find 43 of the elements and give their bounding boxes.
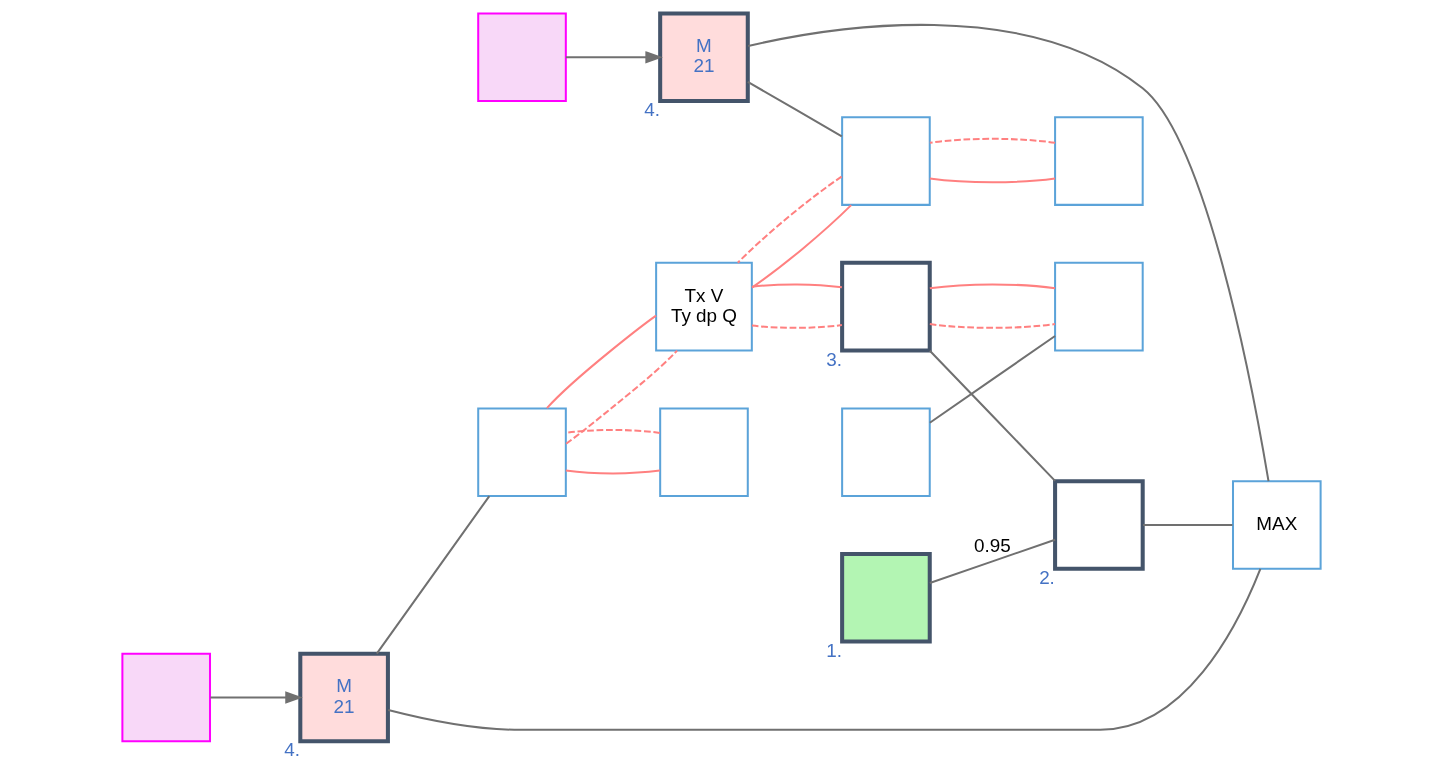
node-box (1052, 479, 1145, 571)
arrow (209, 691, 303, 704)
connector (387, 568, 1261, 731)
node-box (1053, 261, 1144, 352)
connector (736, 175, 842, 264)
node-box: MAX (1231, 480, 1322, 570)
node-box (476, 407, 567, 497)
node-box (839, 260, 932, 353)
node-box: M 21 (657, 11, 750, 104)
node-box (840, 116, 931, 206)
node-box: M 21 (297, 651, 390, 744)
connector (928, 350, 1056, 482)
node-label: 1. (825, 639, 842, 661)
node-label: 3. (825, 348, 842, 370)
node-box (658, 407, 749, 497)
connector (746, 81, 842, 138)
connector (1142, 523, 1232, 526)
node-box (840, 407, 931, 497)
connector (565, 428, 660, 434)
connector (929, 137, 1055, 144)
connector (375, 495, 490, 655)
connector (751, 324, 842, 329)
edge-label: 0.95 (973, 535, 1011, 557)
connector (565, 469, 660, 475)
connector (929, 538, 1055, 584)
connector (928, 335, 1056, 424)
node-label: 2. (1038, 566, 1055, 588)
node-box (120, 652, 211, 743)
connector (751, 283, 842, 289)
connector (750, 204, 852, 289)
node-label: 4. (643, 99, 660, 121)
connector (565, 349, 678, 445)
connector (545, 314, 657, 409)
arrow (565, 51, 663, 64)
node-box (476, 12, 567, 103)
node-box: Tx V Ty dp Q (654, 261, 753, 352)
node-box (839, 551, 932, 644)
connector (747, 24, 1269, 482)
connector (929, 283, 1055, 290)
connector (929, 323, 1055, 329)
node-label: 4. (283, 739, 300, 761)
node-box (1053, 116, 1144, 206)
connector (929, 177, 1055, 184)
